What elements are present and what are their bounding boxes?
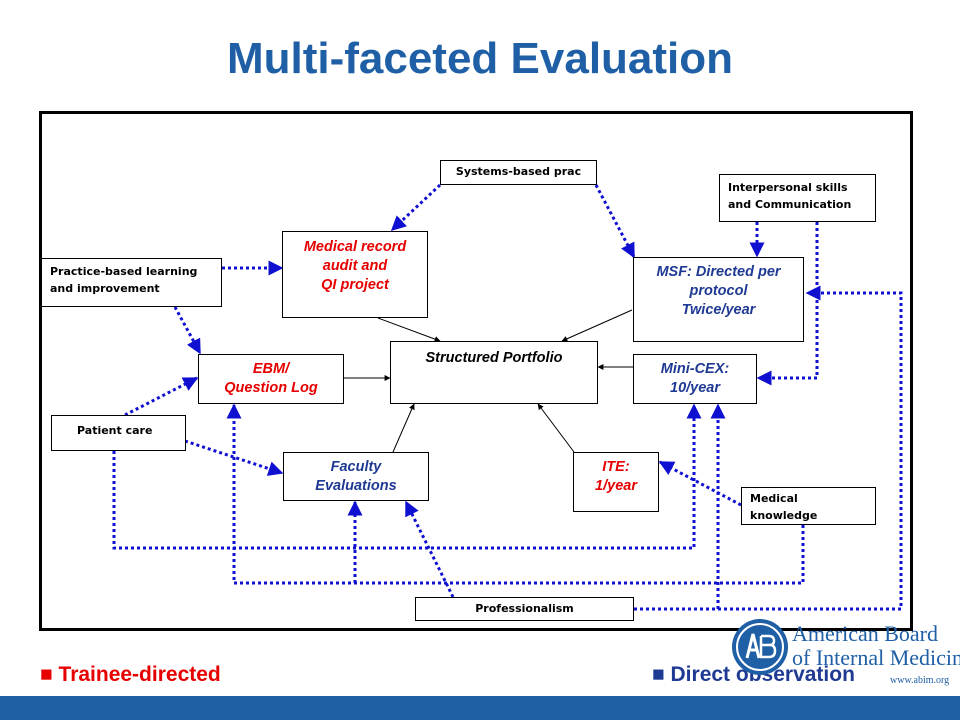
footer-bar <box>0 696 960 720</box>
medical-record-line2: audit and <box>322 258 388 274</box>
arrow-ite-portfolio <box>537 403 575 453</box>
structured-portfolio-box: Structured Portfolio <box>390 341 598 404</box>
ebm-line1: EBM/ <box>252 361 290 377</box>
mini-cex-box: Mini-CEX: 10/year <box>633 354 757 404</box>
abim-seal-icon <box>732 619 788 675</box>
wire-patient-ebm <box>124 376 199 417</box>
faculty-line2: Evaluations <box>315 478 397 494</box>
structured-portfolio-label: Structured Portfolio <box>425 350 563 366</box>
professionalism-box: Professionalism <box>415 597 634 621</box>
wire-interpersonal-minicex <box>756 222 819 386</box>
wire-patient-minicex <box>112 403 702 550</box>
arrow-medrec-portfolio <box>377 317 441 342</box>
msf-line3: Twice/year <box>681 302 756 318</box>
msf-line1: MSF: Directed per <box>656 264 781 280</box>
systems-based-practice-box: Systems-based prac <box>440 160 597 185</box>
practice-label-line1: Practice-based learning <box>50 265 198 278</box>
interpersonal-label-line2: and Communication <box>728 198 852 211</box>
wire-knowledge-ebm <box>226 403 805 585</box>
medical-knowledge-line2: knowledge <box>750 509 818 522</box>
patient-care-label: Patient care <box>77 424 153 437</box>
abim-logo-line1: American Board <box>792 621 938 646</box>
mini-cex-line1: Mini-CEX: <box>660 361 730 377</box>
practice-based-learning-box: Practice-based learning and improvement <box>41 258 222 307</box>
medical-record-audit-box: Medical record audit and QI project <box>282 231 428 318</box>
abim-logo-line2: of Internal Medicine <box>792 645 960 670</box>
wire-systems-medrec <box>390 183 442 232</box>
medical-knowledge-box: Medical knowledge <box>741 487 876 525</box>
practice-label-line2: and improvement <box>50 282 160 295</box>
legend-trainee-directed: ■ Trainee-directed <box>40 663 221 686</box>
dotted-connectors <box>112 183 903 611</box>
faculty-evaluations-box: Faculty Evaluations <box>283 452 429 501</box>
ite-box: ITE: 1/year <box>573 452 659 512</box>
arrow-msf-portfolio <box>561 309 633 342</box>
systems-based-practice-label: Systems-based prac <box>455 165 582 178</box>
page-title: Multi-faceted Evaluation <box>226 34 734 83</box>
legend-direct-observation: ■ Direct observation <box>652 663 855 686</box>
professionalism-label: Professionalism <box>475 602 574 615</box>
ite-line1: ITE: <box>602 459 630 475</box>
msf-line2: protocol <box>689 283 748 299</box>
interpersonal-skills-box: Interpersonal skills and Communication <box>719 174 876 222</box>
medical-knowledge-line1: Medical <box>750 492 798 505</box>
medical-record-line3: QI project <box>321 277 389 293</box>
interpersonal-label-line1: Interpersonal skills <box>728 181 848 194</box>
wire-knowledge-ite <box>658 460 742 507</box>
faculty-line1: Faculty <box>330 459 382 475</box>
solid-arrows <box>344 309 633 453</box>
wire-professionalism-msf <box>634 285 903 611</box>
abim-logo-url: www.abim.org <box>890 675 950 686</box>
wire-systems-msf <box>594 184 636 259</box>
abim-logo: American Board of Internal Medicine www.… <box>730 612 960 692</box>
wire-practice-ebm <box>173 306 202 355</box>
medical-record-line1: Medical record <box>303 239 407 255</box>
wire-patient-faculty <box>184 439 284 476</box>
diagram-frame <box>39 111 913 631</box>
ebm-question-log-box: EBM/ Question Log <box>198 354 344 404</box>
ebm-line2: Question Log <box>224 380 318 396</box>
patient-care-box: Patient care <box>51 415 186 451</box>
mini-cex-line2: 10/year <box>670 380 720 396</box>
arrow-faculty-portfolio <box>392 403 415 453</box>
msf-box: MSF: Directed per protocol Twice/year <box>633 257 804 342</box>
ite-line2: 1/year <box>595 478 637 494</box>
